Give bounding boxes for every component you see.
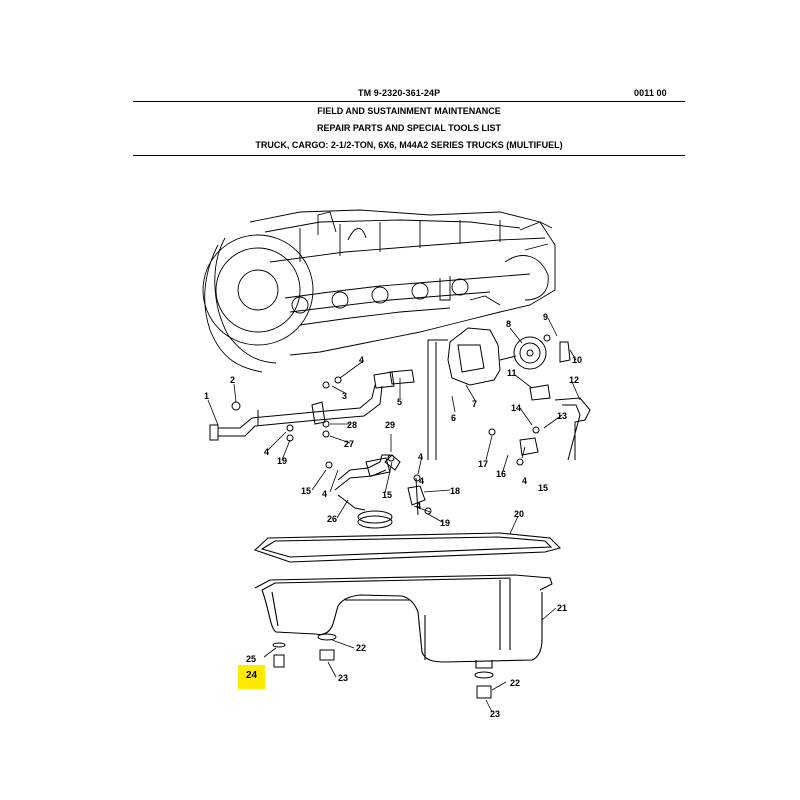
drain-plugs-drawing (272, 633, 494, 699)
header-rule-bottom (133, 155, 685, 156)
engine-block-drawing (202, 209, 556, 373)
callout: 6 (451, 413, 456, 423)
leader-lines (207, 317, 581, 713)
callout: 8 (506, 319, 511, 329)
callout: 13 (557, 411, 567, 421)
callout: 1 (204, 391, 209, 401)
header-title-line2: REPAIR PARTS AND SPECIAL TOOLS LIST (316, 123, 502, 133)
callout: 27 (344, 439, 354, 449)
callout: 23 (490, 709, 500, 719)
callout: 19 (440, 518, 450, 528)
tm-number: TM 9-2320-361-24P (358, 88, 441, 98)
oil-pan-gasket-drawing (253, 532, 562, 563)
callout: 15 (382, 490, 392, 500)
callout: 23 (338, 673, 348, 683)
callout: 4 (419, 476, 424, 486)
callout: 4 (522, 476, 527, 486)
callout: 26 (327, 514, 337, 524)
callout: 4 (264, 447, 269, 457)
header-rule-top (133, 101, 685, 102)
callout: 12 (569, 375, 579, 385)
callout: 4 (418, 452, 423, 462)
highlighted-callout[interactable]: 24 (238, 665, 265, 689)
callout: 21 (557, 603, 567, 613)
callout: 18 (450, 486, 460, 496)
callout: 29 (385, 420, 395, 430)
page-number: 0011 00 (634, 88, 667, 98)
callout: 19 (277, 456, 287, 466)
callout-labels: 1 2 3 4 4 5 6 7 8 9 10 11 12 13 14 4 15 … (204, 312, 582, 719)
callout: 9 (543, 312, 548, 322)
oil-pump-assembly-drawing (427, 327, 591, 461)
callout: 15 (538, 483, 548, 493)
callout: 2 (230, 375, 235, 385)
callout: 22 (510, 678, 520, 688)
highlighted-callout-label: 24 (245, 670, 258, 681)
callout: 11 (507, 368, 517, 378)
callout: 25 (246, 654, 256, 664)
callout: 4 (322, 489, 327, 499)
callout: 10 (572, 355, 582, 365)
oil-tube-drawing (209, 369, 426, 529)
callout: 16 (496, 469, 506, 479)
callout: 15 (301, 486, 311, 496)
oil-pan-drawing (254, 574, 553, 669)
header-title-line1: FIELD AND SUSTAINMENT MAINTENANCE (317, 106, 501, 116)
callout: 20 (514, 509, 524, 519)
header-title-line3: TRUCK, CARGO: 2-1/2-TON, 6X6, M44A2 SERI… (255, 140, 563, 150)
callout: 22 (356, 643, 366, 653)
callout: 5 (397, 397, 402, 407)
callout: 3 (342, 391, 347, 401)
callout: 4 (359, 355, 364, 365)
callout: 28 (347, 420, 357, 430)
callout: 4 (416, 501, 421, 511)
callout: 7 (472, 399, 477, 409)
callout: 17 (478, 459, 488, 469)
callout: 14 (511, 403, 521, 413)
